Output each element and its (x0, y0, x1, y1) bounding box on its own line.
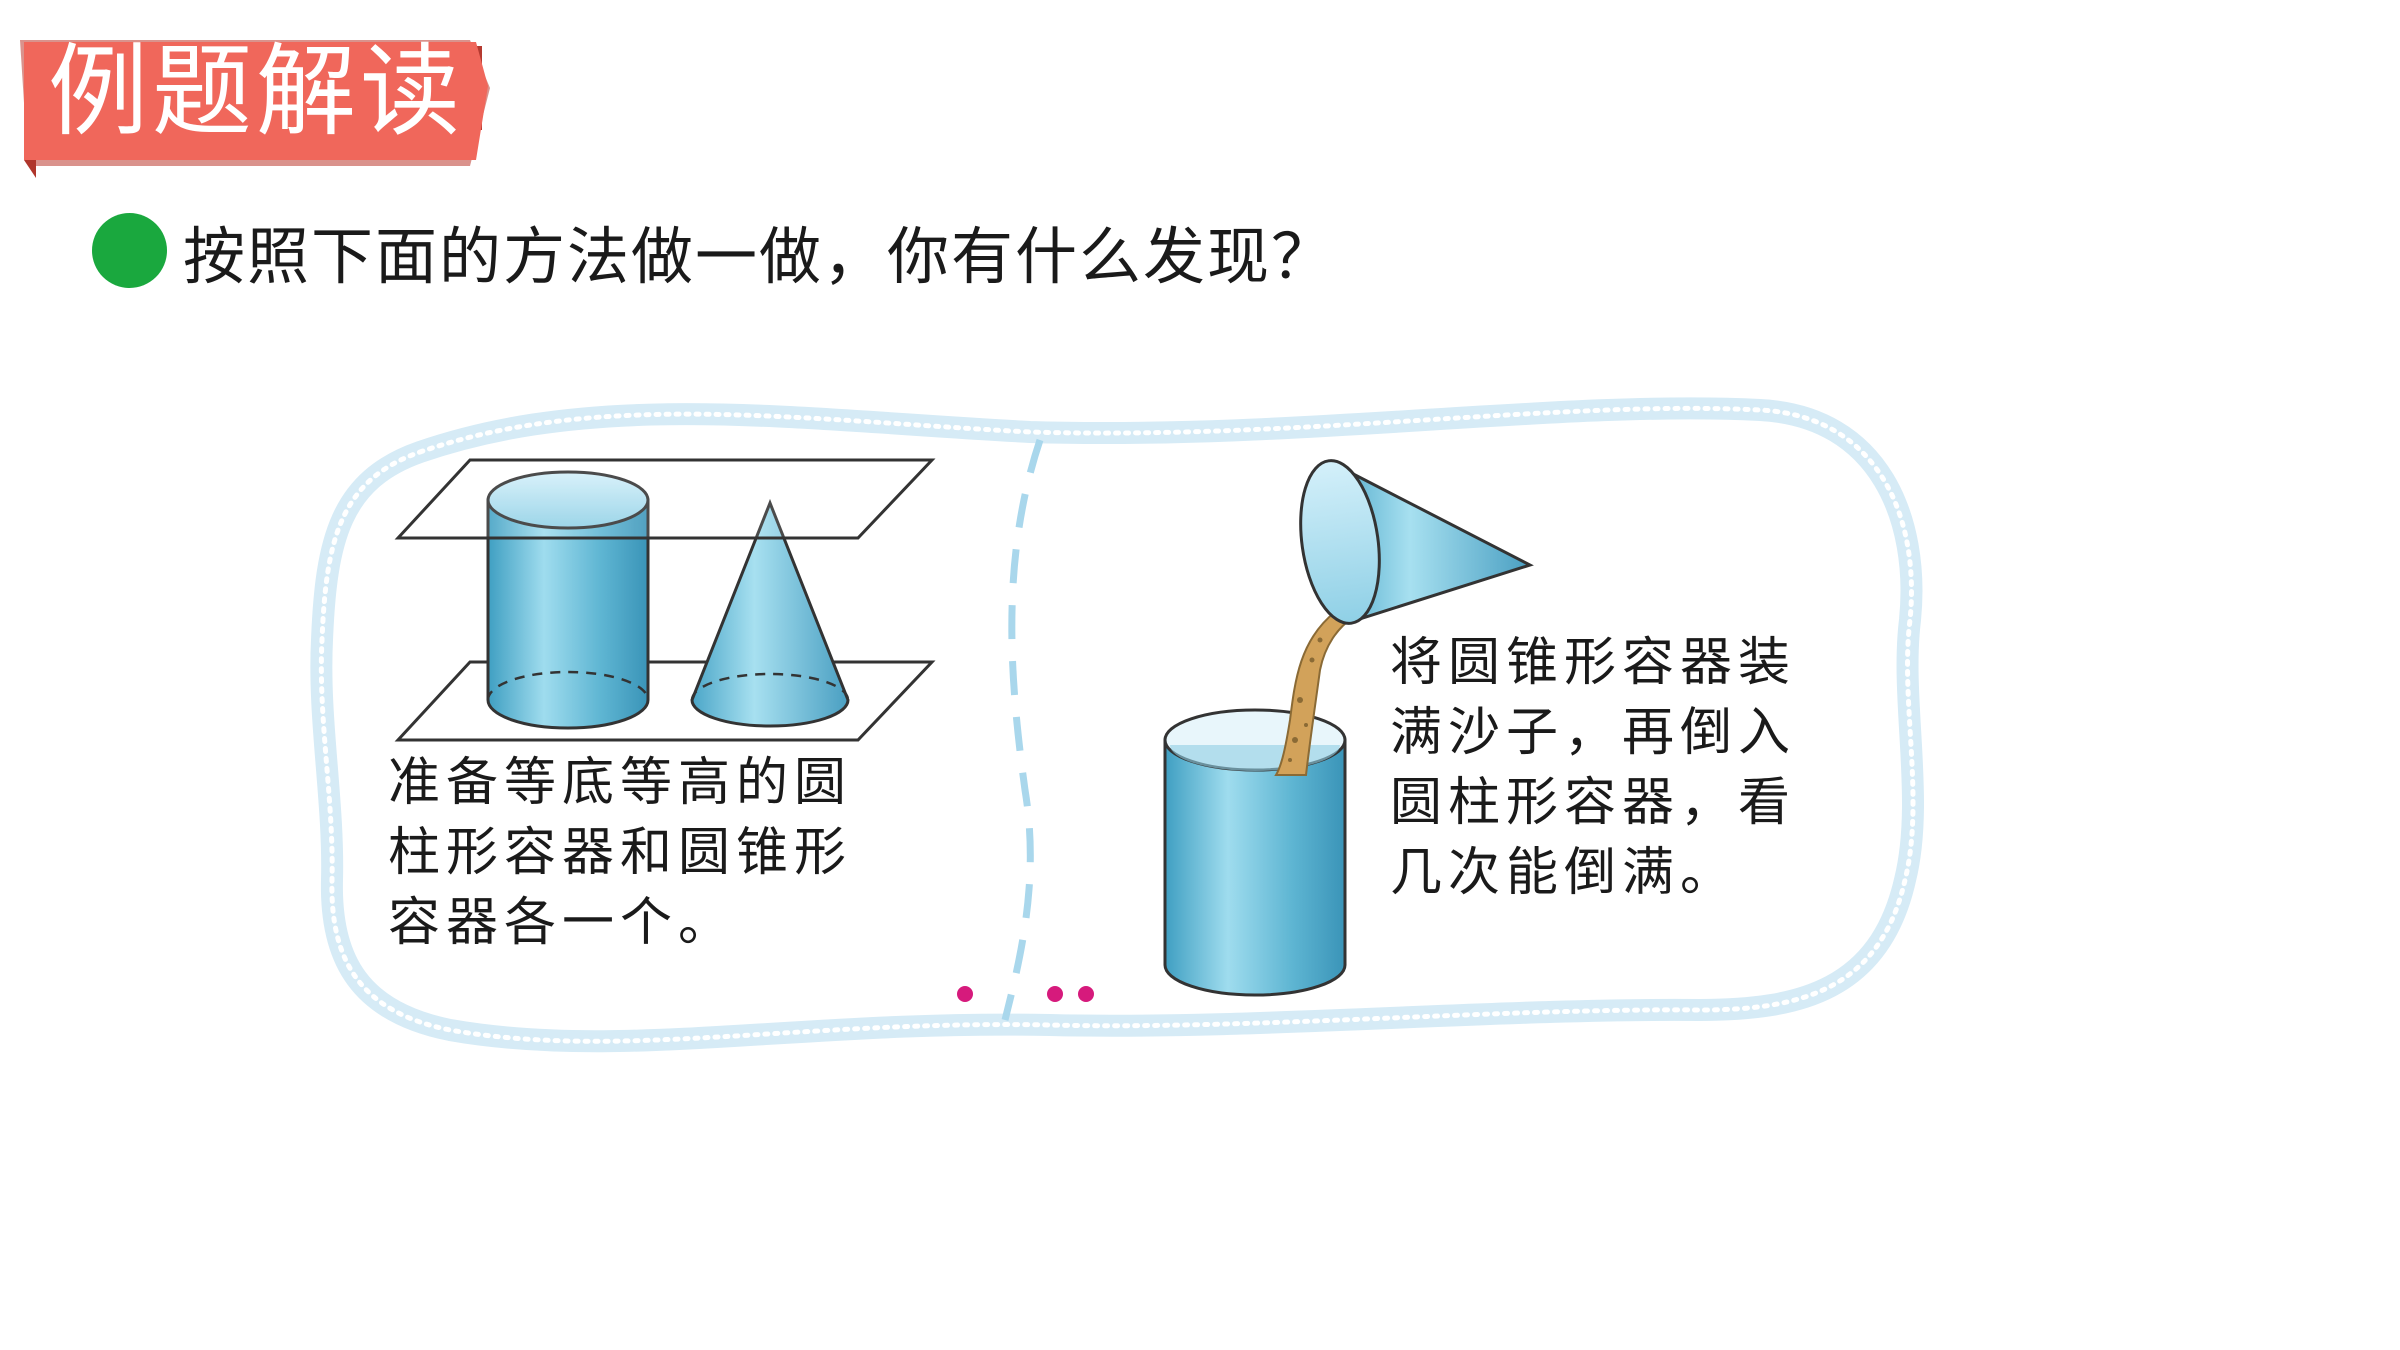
caption-line: 准备等底等高的圆 (388, 753, 853, 813)
caption-line: 柱形容器和圆锥形 (388, 823, 853, 883)
cloud-border (310, 397, 1925, 1053)
cylinder-and-cone-between-planes (394, 458, 936, 742)
caption-line: 容器各一个。 (388, 893, 737, 953)
caption-line: 圆柱形容器，看 (1390, 773, 1797, 833)
dashed-divider (1001, 438, 1044, 1021)
green-bullet-icon (92, 213, 167, 288)
caption-line: 几次能倒满。 (1390, 843, 1739, 903)
ellipsis-dots (957, 986, 1094, 1002)
cone-pouring-into-cylinder (1163, 459, 1534, 997)
caption-line: 将圆锥形容器装 (1390, 633, 1797, 693)
left-caption: 准备等底等高的圆 柱形容器和圆锥形 容器各一个。 (388, 748, 852, 958)
right-caption: 将圆锥形容器装 满沙子，再倒入 圆柱形容器，看 几次能倒满。 (1390, 628, 1796, 908)
page-title: 例题解读 (48, 33, 464, 150)
title-banner (20, 40, 490, 178)
question-text: 按照下面的方法做一做，你有什么发现？ (183, 220, 1336, 293)
caption-line: 满沙子，再倒入 (1390, 703, 1797, 763)
